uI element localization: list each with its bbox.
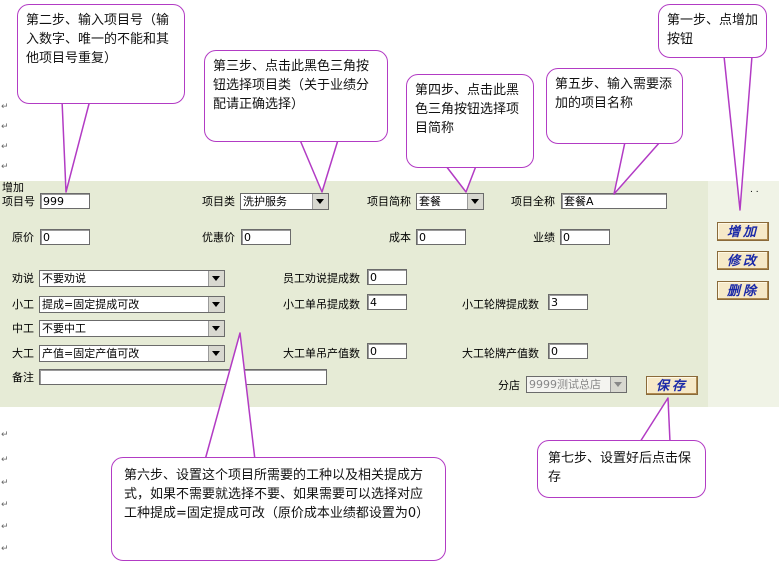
staff-persuade-input[interactable]: 0 bbox=[367, 269, 407, 285]
junior-label: 小工 bbox=[12, 298, 34, 311]
callout-pointer-step1 bbox=[723, 55, 753, 211]
callout-step5: 第五步、输入需要添加的项目名称 bbox=[546, 68, 683, 144]
chevron-down-icon[interactable] bbox=[208, 297, 224, 312]
category-label: 项目类 bbox=[202, 195, 235, 208]
item-no-label: 项目号 bbox=[2, 195, 35, 208]
paragraph-mark: ↵ bbox=[1, 430, 9, 440]
chevron-down-icon[interactable] bbox=[208, 346, 224, 361]
junior-value: 提成=固定提成可改 bbox=[42, 298, 140, 311]
item-no-input[interactable]: 999 bbox=[40, 193, 90, 209]
chevron-down-icon[interactable] bbox=[208, 271, 224, 286]
senior-label: 大工 bbox=[12, 347, 34, 360]
junior-rotate-input[interactable]: 3 bbox=[548, 294, 588, 310]
cost-input[interactable]: 0 bbox=[416, 229, 466, 245]
short-name-label: 项目简称 bbox=[367, 195, 411, 208]
full-name-input[interactable]: 套餐A bbox=[561, 193, 667, 209]
branch-label: 分店 bbox=[498, 379, 520, 392]
mid-label: 中工 bbox=[12, 322, 34, 335]
junior-rotate-label: 小工轮牌提成数 bbox=[462, 298, 539, 311]
short-name-value: 套餐 bbox=[419, 195, 441, 208]
paragraph-mark: ↵ bbox=[1, 522, 9, 532]
callout-step4: 第四步、点击此黑色三角按钮选择项目简称 bbox=[406, 74, 534, 168]
callout-step2: 第二步、输入项目号（输入数字、唯一的不能和其他项目号重复） bbox=[17, 4, 185, 104]
chevron-down-icon[interactable] bbox=[610, 377, 626, 392]
paragraph-mark: ↵ bbox=[1, 500, 9, 510]
category-value: 洗护服务 bbox=[243, 195, 287, 208]
callout-pointer-step3 bbox=[299, 139, 339, 193]
delete-button[interactable]: 删除 bbox=[717, 281, 769, 300]
price-label: 原价 bbox=[12, 231, 34, 244]
staff-persuade-label: 员工劝说提成数 bbox=[283, 272, 360, 285]
senior-select[interactable]: 产值=固定产值可改 bbox=[39, 345, 225, 362]
persuade-select[interactable]: 不要劝说 bbox=[39, 270, 225, 287]
note-input[interactable] bbox=[39, 369, 327, 385]
dots: . . bbox=[750, 185, 759, 195]
senior-value: 产值=固定产值可改 bbox=[42, 347, 140, 360]
full-name-label: 项目全称 bbox=[511, 195, 555, 208]
callout-step1: 第一步、点增加按钮 bbox=[658, 4, 767, 58]
senior-single-input[interactable]: 0 bbox=[367, 343, 407, 359]
branch-value: 9999测试总店 bbox=[529, 378, 601, 391]
senior-single-label: 大工单吊产值数 bbox=[283, 347, 360, 360]
callout-pointer-step5 bbox=[613, 141, 661, 195]
callout-pointer-step6 bbox=[204, 332, 256, 461]
senior-rotate-label: 大工轮牌产值数 bbox=[462, 347, 539, 360]
perf-label: 业绩 bbox=[533, 231, 555, 244]
callout-pointer-step4 bbox=[445, 165, 477, 193]
perf-input[interactable]: 0 bbox=[560, 229, 610, 245]
price-input[interactable]: 0 bbox=[40, 229, 90, 245]
callout-step3: 第三步、点击此黑色三角按钮选择项目类（关于业绩分配请正确选择） bbox=[204, 50, 388, 142]
discount-label: 优惠价 bbox=[202, 231, 235, 244]
paragraph-mark: ↵ bbox=[1, 102, 9, 112]
junior-single-input[interactable]: 4 bbox=[367, 294, 407, 310]
mid-select[interactable]: 不要中工 bbox=[39, 320, 225, 337]
junior-single-label: 小工单吊提成数 bbox=[283, 298, 360, 311]
add-button[interactable]: 增加 bbox=[717, 222, 769, 241]
mid-value: 不要中工 bbox=[42, 322, 86, 335]
senior-rotate-input[interactable]: 0 bbox=[548, 343, 588, 359]
paragraph-mark: ↵ bbox=[1, 142, 9, 152]
discount-input[interactable]: 0 bbox=[241, 229, 291, 245]
paragraph-mark: ↵ bbox=[1, 122, 9, 132]
cost-label: 成本 bbox=[389, 231, 411, 244]
callout-pointer-step7 bbox=[639, 397, 671, 443]
paragraph-mark: ↵ bbox=[1, 478, 9, 488]
persuade-label: 劝说 bbox=[12, 272, 34, 285]
edit-button[interactable]: 修改 bbox=[717, 251, 769, 270]
persuade-value: 不要劝说 bbox=[42, 272, 86, 285]
paragraph-mark: ↵ bbox=[1, 544, 9, 554]
callout-step7: 第七步、设置好后点击保存 bbox=[537, 440, 706, 498]
junior-select[interactable]: 提成=固定提成可改 bbox=[39, 296, 225, 313]
chevron-down-icon[interactable] bbox=[208, 321, 224, 336]
paragraph-mark: ↵ bbox=[1, 162, 9, 172]
chevron-down-icon[interactable] bbox=[312, 194, 328, 209]
chevron-down-icon[interactable] bbox=[467, 194, 483, 209]
branch-select[interactable]: 9999测试总店 bbox=[526, 376, 627, 393]
callout-step6: 第六步、设置这个项目所需要的工种以及相关提成方式，如果不需要就选择不要、如果需要… bbox=[111, 457, 446, 561]
callout-pointer-step2 bbox=[61, 99, 91, 193]
note-label: 备注 bbox=[12, 371, 34, 384]
section-title: 增加 bbox=[2, 181, 24, 194]
paragraph-mark: ↵ bbox=[1, 455, 9, 465]
save-button[interactable]: 保存 bbox=[646, 376, 698, 395]
short-name-select[interactable]: 套餐 bbox=[416, 193, 484, 210]
category-select[interactable]: 洗护服务 bbox=[240, 193, 329, 210]
